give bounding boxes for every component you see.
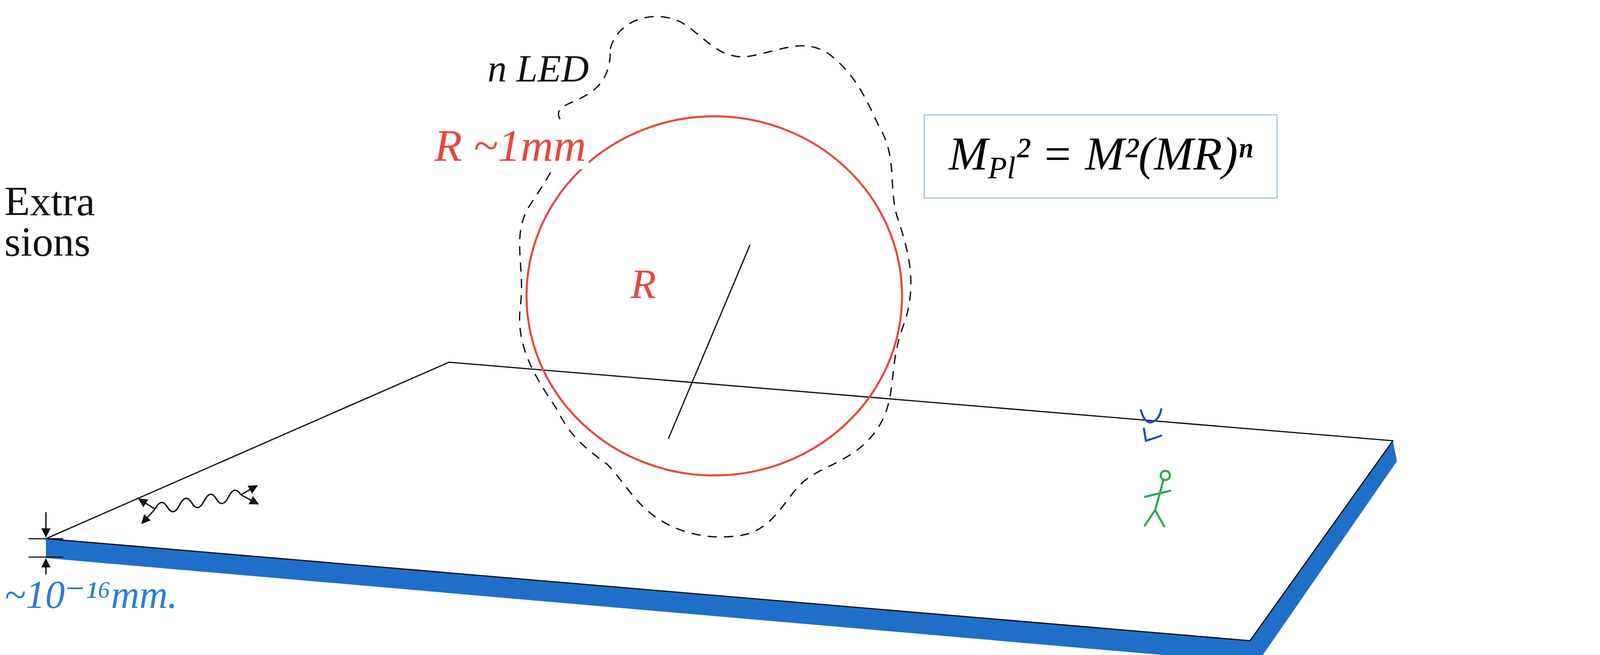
particle-arrow [138,499,155,510]
formula-box: MPl² = M²(MR)ⁿ [923,114,1278,199]
title-fragment-text: sions [1,220,93,264]
radius-line [668,245,751,440]
formula-text: MPl² = M²(MR)ⁿ [948,128,1253,185]
radius-label-text: R [627,262,659,307]
title-fragment: sions [1,220,93,264]
radius-size-label: R ~1mm [431,122,589,170]
model-label: n LED [484,48,592,89]
brane-surface [45,362,1393,642]
particle-arrow [141,509,155,524]
model-label-text: n LED [484,48,592,89]
particle-arrow [240,485,257,495]
observer-figure [1144,470,1171,527]
thickness-tick [28,539,64,558]
thickness-dimension: ~10⁻¹⁶mm. [1,574,181,616]
thickness-dimension-text: ~10⁻¹⁶mm. [1,574,181,616]
graviton-wave [519,16,911,538]
extra-dimension-circle [526,116,902,476]
neutrino-symbol [1140,409,1162,442]
figure-head [1160,470,1171,481]
title-fragment-text: Extra [1,179,98,224]
particle-arrow [240,494,259,505]
radius-size-label-text: R ~1mm [431,122,589,170]
figure-body [1144,481,1171,527]
title-fragment: Extra [1,179,98,224]
thickness-arrow [45,512,47,537]
radius-label: R [627,262,659,307]
photon-wave [155,490,242,512]
